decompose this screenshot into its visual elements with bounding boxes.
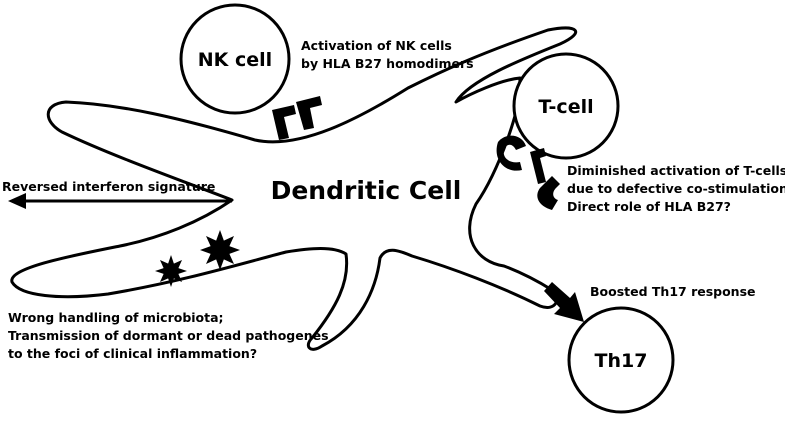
nk-receptor-left-icon xyxy=(272,105,296,140)
t-cell-receptor-notch-icon xyxy=(537,176,560,210)
t-cell-annotation-line2: due to defective co-stimulation. xyxy=(567,181,785,196)
dendritic-cell-outline xyxy=(10,26,578,351)
t-cell-receptor-tee-icon xyxy=(530,148,546,184)
t-cell-annotation-line3: Direct role of HLA B27? xyxy=(567,199,731,214)
nk-receptor-right-icon xyxy=(296,96,322,130)
interferon-annotation: Reversed interferon signature xyxy=(2,179,215,194)
pathogen-small-icon xyxy=(155,255,187,287)
nk-annotation-line1: Activation of NK cells xyxy=(301,38,452,53)
th17-annotation: Boosted Th17 response xyxy=(590,284,756,299)
th17-arrow-icon xyxy=(544,282,584,322)
t-cell-circle xyxy=(512,52,620,160)
pathogen-large-icon xyxy=(200,230,240,270)
th17-cell-label: Th17 xyxy=(595,350,648,372)
interferon-arrowhead-icon xyxy=(8,193,26,209)
th17-cell-circle xyxy=(567,306,675,414)
t-cell-annotation-line1: Diminished activation of T-cells xyxy=(567,163,785,178)
t-cell-label: T-cell xyxy=(538,96,593,118)
microbiota-annotation-line3: to the foci of clinical inflammation? xyxy=(8,346,257,361)
microbiota-annotation-line1: Wrong handling of microbiota; xyxy=(8,310,224,325)
nk-cell-circle xyxy=(179,3,291,115)
microbiota-annotation-line2: Transmission of dormant or dead pathogen… xyxy=(8,328,329,343)
t-cell-receptor-arc-icon xyxy=(496,135,526,171)
dendritic-cell-title: Dendritic Cell xyxy=(271,176,462,205)
nk-annotation-line2: by HLA B27 homodimers xyxy=(301,56,474,71)
nk-cell-label: NK cell xyxy=(198,49,272,71)
